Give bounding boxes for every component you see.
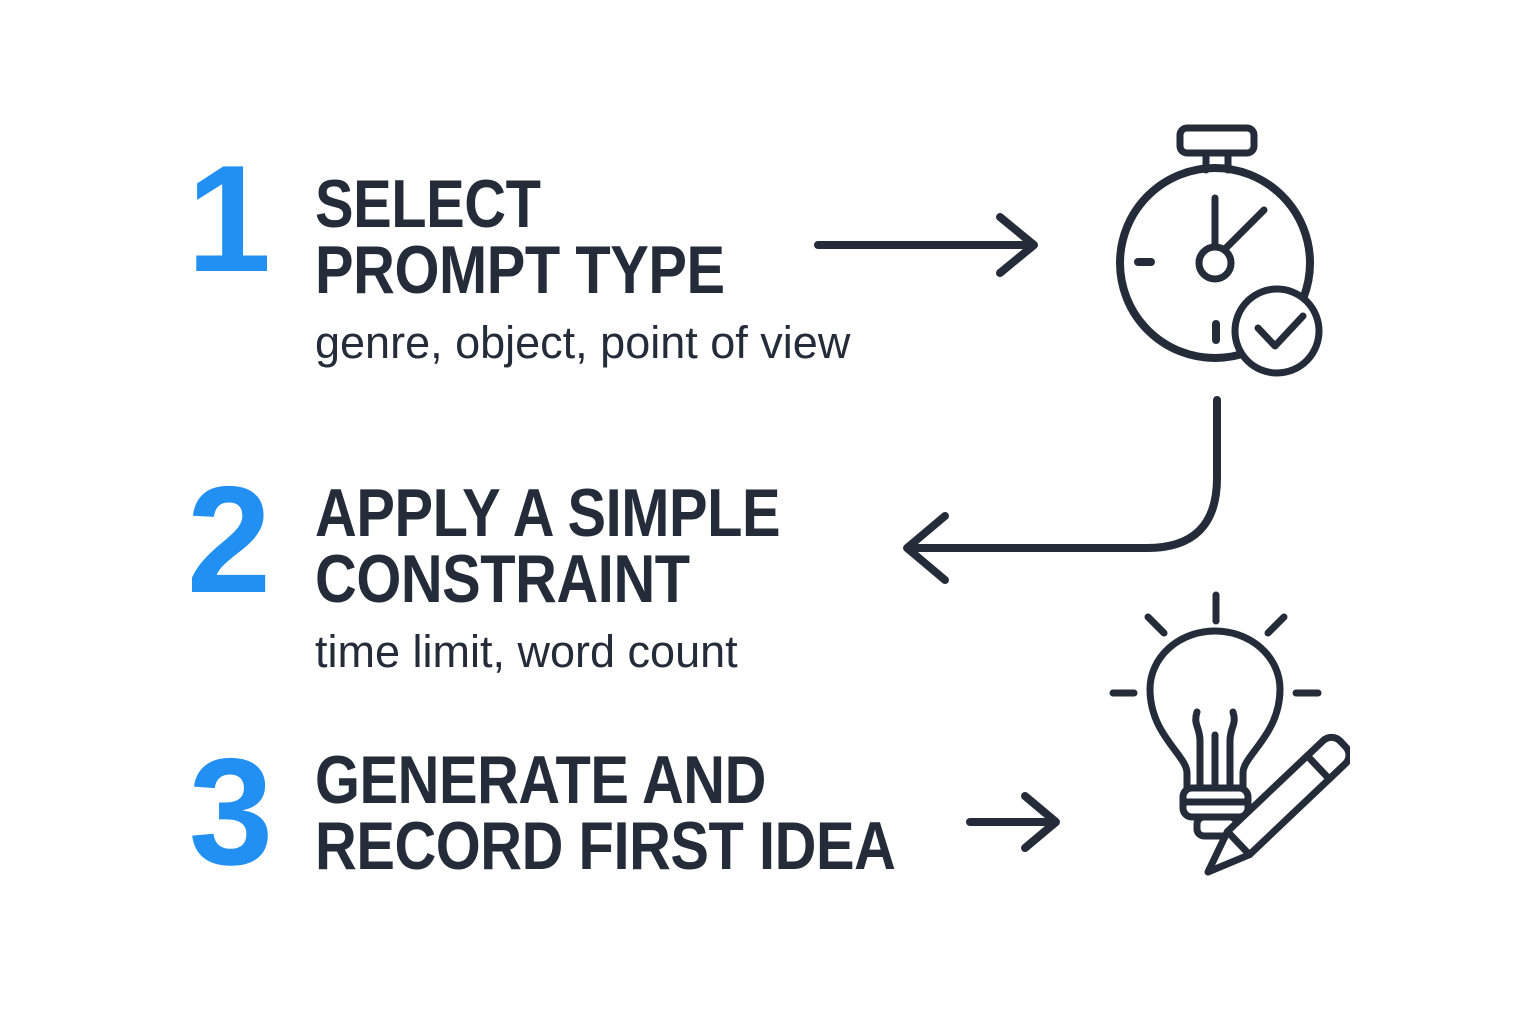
step-2-title-line1: APPLY A SIMPLE [315,475,781,551]
step-2-title-line2: CONSTRAINT [315,541,690,617]
step-1-number: 1 [186,134,272,304]
arrow-elbow-left-icon [903,396,1221,584]
step-2-number: 2 [186,455,272,625]
step-1-subtitle: genre, object, point of view [315,317,851,368]
step-3-title-line1: GENERATE AND [315,742,766,818]
lightbulb-pencil-icon [1109,591,1350,876]
arrow-right-icon [814,213,1038,277]
step-3-number: 3 [188,727,274,897]
step-1-title-line2: PROMPT TYPE [315,232,725,308]
arrow-right-icon [966,792,1060,852]
step-3-title-line2: RECORD FIRST IDEA [315,808,896,884]
step-1-title-line1: SELECT [315,166,541,242]
stopwatch-check-icon [1116,124,1323,377]
step-2-subtitle: time limit, word count [315,626,738,677]
